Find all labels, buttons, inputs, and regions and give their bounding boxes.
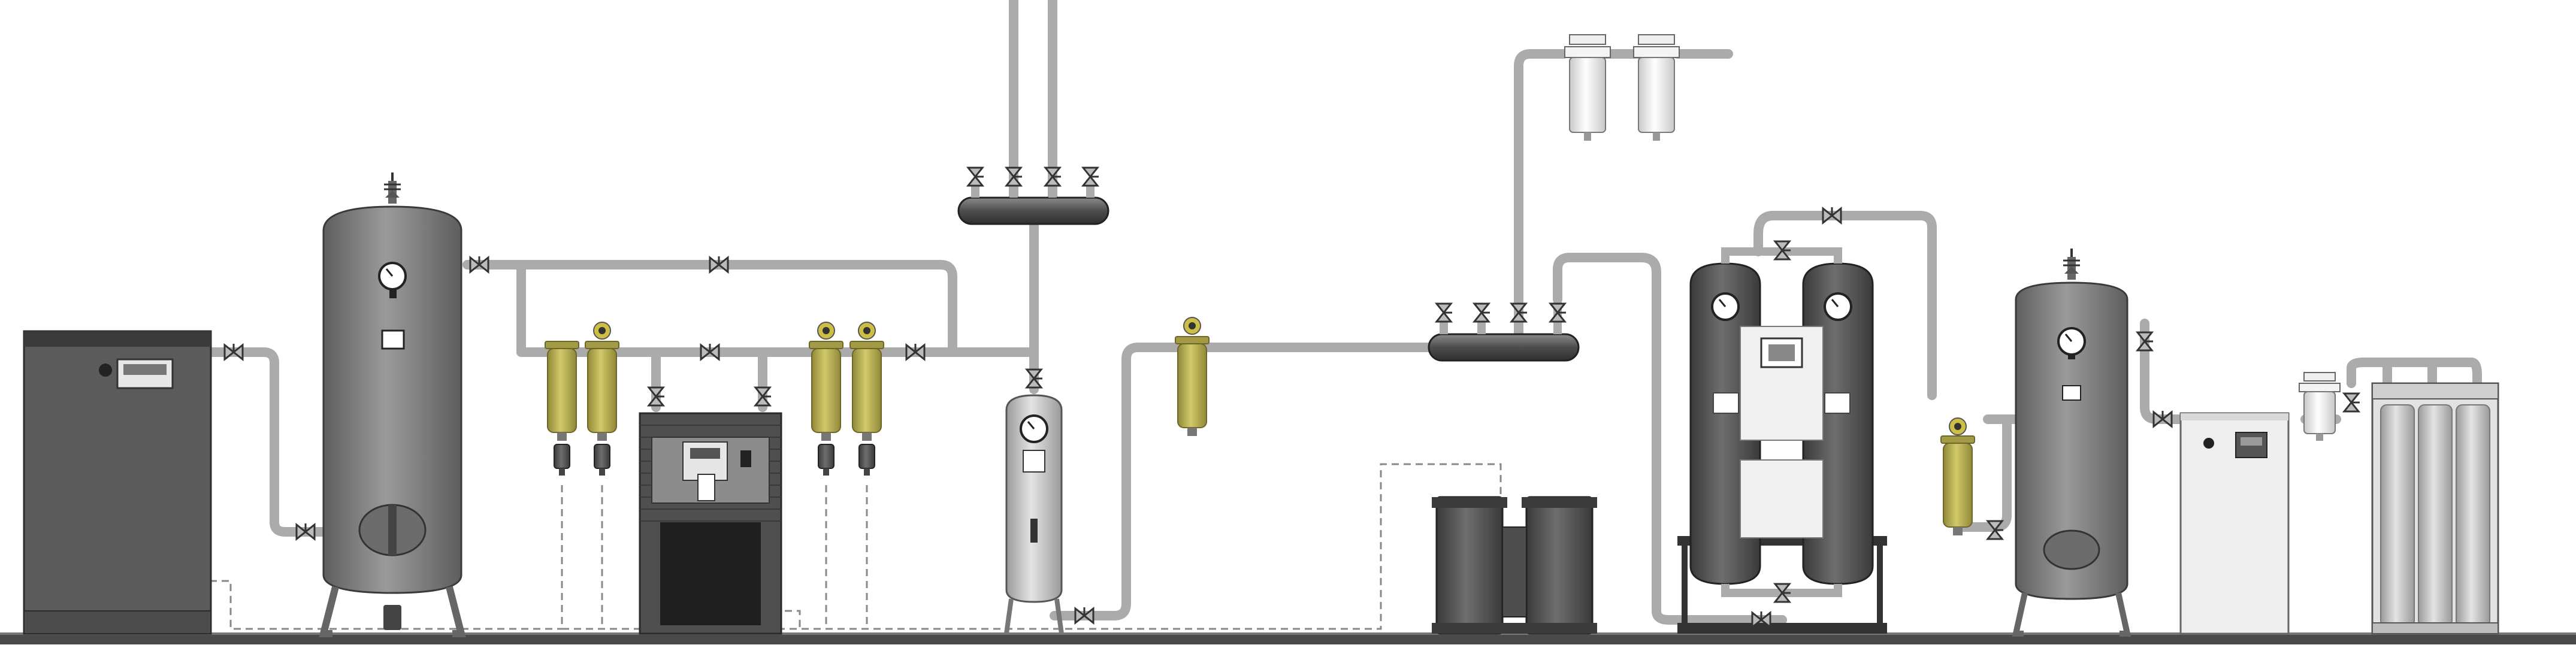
valve-dryer-inlet [648, 386, 666, 407]
gauge-icon [1711, 292, 1740, 321]
prefilter-pair-1 [545, 322, 619, 476]
differential-gauge-icon [817, 322, 835, 340]
wet-receiver-tank [319, 205, 466, 637]
outlet-filter [2299, 372, 2341, 441]
valve-manifold-port [1473, 302, 1491, 323]
valve-tank-inlet [295, 522, 316, 540]
auto-drain-icon [818, 444, 835, 476]
valve-upper-bypass [709, 255, 729, 273]
pipe-network [205, 0, 2482, 625]
valve-manifold-port [1510, 302, 1528, 323]
floor-line [0, 634, 2576, 644]
relief-valve-icon [383, 171, 402, 205]
auto-drain-icon [858, 444, 875, 476]
valve-dry-tank-outlet [2136, 331, 2154, 352]
refrigerated-dryer [639, 412, 782, 635]
desiccant-afterfilter [1940, 417, 1975, 536]
valve-dryer-outlet-desiccant [1822, 206, 1842, 224]
point-of-use-filter [1175, 317, 1210, 437]
valve-manifold-port [1005, 166, 1023, 187]
valve-manifold-port [967, 166, 985, 187]
differential-gauge-icon [858, 322, 876, 340]
differential-gauge-icon [593, 322, 611, 340]
differential-gauge-icon [1183, 317, 1201, 335]
small-air-receiver [1004, 394, 1064, 634]
relief-valve-icon [2062, 247, 2081, 281]
valve-receiver-inlet [1026, 368, 1044, 389]
oil-water-separator [1432, 496, 1597, 635]
gauge-icon [1824, 292, 1852, 321]
valve-tank-outlet [469, 255, 489, 273]
valve-manifold-port [1044, 166, 1062, 187]
valve-manifold-port [1435, 302, 1453, 323]
air-compressor [23, 330, 212, 635]
valve-manifold-port [1082, 166, 1100, 187]
differential-gauge-icon [1949, 417, 1967, 435]
afterfilter-pair-2 [809, 322, 884, 476]
auto-drain-icon [554, 444, 570, 476]
valve-generator-inlet [2152, 410, 2173, 428]
valve-filter-side [2343, 392, 2361, 413]
valve-receiver-outlet [1074, 606, 1095, 624]
valve-filter-outlet [905, 343, 926, 361]
desiccant-dryer [1677, 247, 1887, 634]
auto-drain-icon [594, 444, 610, 476]
dry-receiver-tank [2012, 281, 2131, 637]
gauge-icon [2057, 327, 2086, 356]
valve-dryer-outlet [754, 386, 772, 407]
gauge-icon [1020, 414, 1048, 443]
storage-vessels [2371, 382, 2499, 635]
valve-compressor-outlet [223, 343, 244, 361]
gauge-icon [378, 262, 407, 290]
nitrogen-generator [2179, 412, 2290, 635]
valve-dryer-bypass [700, 343, 720, 361]
valve-manifold-port [1549, 302, 1567, 323]
